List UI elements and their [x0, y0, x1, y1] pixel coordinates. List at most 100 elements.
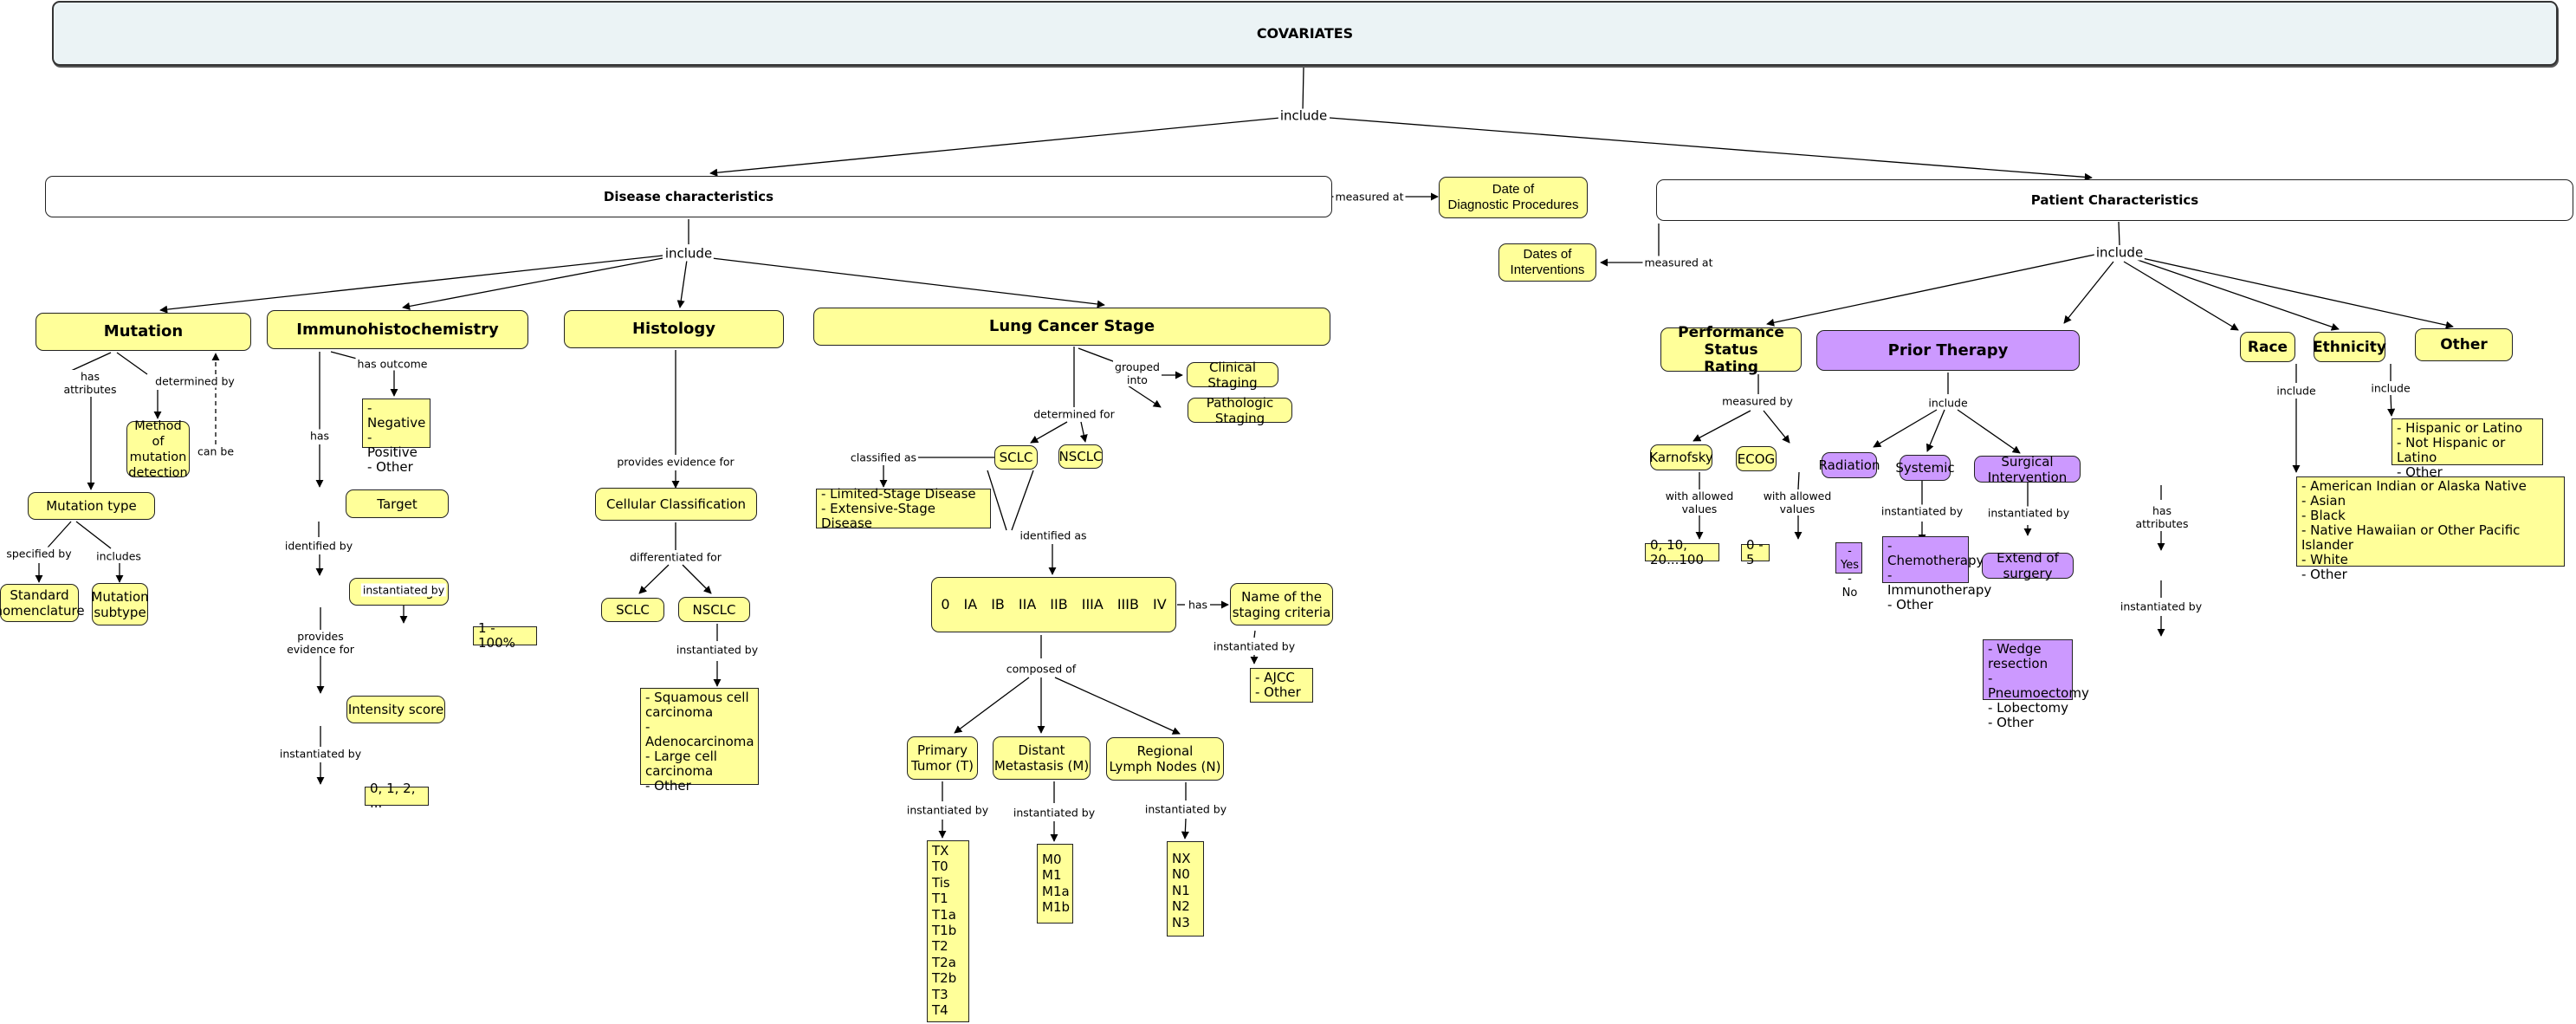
lcs-nsclc-label: NSCLC — [1058, 449, 1103, 464]
surgical-intervention-node[interactable]: Surgical Intervention — [1974, 453, 2081, 485]
distant-metastasis-label: Distant Metastasis (M) — [994, 742, 1090, 774]
nsclc-types-values: - Squamous cell carcinoma - Adenocarcino… — [640, 688, 759, 794]
karnofsky-label: Karnofsky — [1649, 450, 1713, 465]
cellular-classification-label: Cellular Classification — [605, 496, 747, 512]
link-label: instantiated by — [674, 643, 761, 657]
ethnicity-node[interactable]: Ethnicity — [2313, 332, 2386, 362]
link-label: instantiated by — [360, 583, 447, 597]
stage-item: IA — [963, 596, 978, 612]
dates-of-interventions-node[interactable]: Dates of Interventions — [1498, 243, 1596, 282]
clinical-staging-node[interactable]: Clinical Staging — [1187, 360, 1278, 391]
radiation-values-text: - Yes - No — [1841, 545, 1859, 599]
stage-list-node[interactable]: 0 IA IB IIA IIB IIIA IIIB IV — [931, 577, 1176, 632]
intensity-values: 0, 1, 2, ... — [365, 781, 429, 811]
link-label: instantiated by — [1879, 504, 1965, 518]
karnofsky-values: 0, 10, 20...100 — [1645, 537, 1719, 567]
link-label: identified as — [1018, 528, 1089, 542]
systemic-node[interactable]: Systemic — [1895, 455, 1955, 481]
link-label: can be — [195, 444, 236, 458]
mutation-type-node[interactable]: Mutation type — [28, 492, 155, 520]
standard-nomenclature-label: Standard nomenclature — [0, 587, 85, 619]
performance-status-rating-node[interactable]: Performance Status Rating — [1660, 324, 1802, 376]
link-label: has — [1186, 598, 1210, 612]
other-patient-label: Other — [2440, 336, 2488, 353]
covariates-title: COVARIATES — [1256, 24, 1354, 42]
patient-characteristics-node[interactable]: Patient Characteristics — [1656, 179, 2573, 221]
regional-lymph-nodes-label: Regional Lymph Nodes (N) — [1109, 743, 1221, 774]
extent-of-surgery-values-text: - Wedge resection - Pneumoectomy - Lobec… — [1988, 641, 2089, 730]
histology-nsclc-node[interactable]: NSCLC — [678, 597, 750, 622]
link-label: classified as — [848, 450, 919, 464]
radiation-values: - Yes - No — [1835, 542, 1862, 599]
link-label: determined by — [153, 374, 236, 388]
stage-item: IIA — [1018, 596, 1037, 612]
pathologic-staging-label: Pathologic Staging — [1206, 394, 1274, 426]
mutation-node[interactable]: Mutation — [36, 313, 251, 351]
standard-nomenclature-node[interactable]: Standard nomenclature — [0, 584, 85, 622]
nsclc-types-text: - Squamous cell carcinoma - Adenocarcino… — [645, 690, 754, 794]
histology-label: Histology — [631, 320, 716, 338]
histology-node[interactable]: Histology — [564, 310, 784, 348]
date-of-diagnostic-procedures-node[interactable]: Date of Diagnostic Procedures — [1439, 177, 1588, 218]
histology-sclc-node[interactable]: SCLC — [601, 598, 664, 622]
link-label: provides evidence for — [285, 630, 356, 656]
link-label: include — [1278, 107, 1330, 124]
radiation-node[interactable]: Radiation — [1819, 452, 1880, 478]
ecog-values-text: 0 - 5 — [1746, 537, 1764, 567]
link-label: has — [307, 429, 332, 443]
lymph-node-values: NX N0 N1 N2 N3 — [1167, 841, 1204, 937]
method-of-mutation-detection-node[interactable]: Method of mutation detection — [126, 419, 190, 480]
intensity-values-text: 0, 1, 2, ... — [370, 781, 416, 811]
mutation-subtype-node[interactable]: Mutation subtype — [91, 583, 149, 625]
karnofsky-node[interactable]: Karnofsky — [1649, 444, 1713, 470]
immunohistochemistry-node[interactable]: Immunohistochemistry — [267, 310, 528, 349]
lymph-node-values-text: NX N0 N1 N2 N3 — [1172, 851, 1191, 930]
surgical-intervention-label: Surgical Intervention — [1987, 453, 2068, 485]
other-patient-node[interactable]: Other — [2415, 328, 2513, 361]
link-label: instantiated by — [1985, 506, 2072, 520]
ethnicity-label: Ethnicity — [2313, 338, 2386, 356]
ihc-outcome-values: - Negative - Positive - Other — [362, 399, 430, 475]
clinical-staging-label: Clinical Staging — [1207, 359, 1258, 391]
stage-item: IIIA — [1081, 596, 1104, 612]
link-label: include — [2275, 384, 2318, 398]
ecog-values: 0 - 5 — [1741, 538, 1770, 567]
immunohistochemistry-label: Immunohistochemistry — [296, 320, 499, 339]
pathologic-staging-node[interactable]: Pathologic Staging — [1188, 394, 1292, 426]
ethnicity-values-text: - Hispanic or Latino - Not Hispanic or L… — [2397, 420, 2523, 480]
mutation-subtype-label: Mutation subtype — [91, 588, 149, 620]
link-label: instantiated by — [904, 803, 991, 817]
extent-of-surgery-values: - Wedge resection - Pneumoectomy - Lobec… — [1983, 639, 2089, 730]
staging-criteria-name-node[interactable]: Name of the staging criteria — [1230, 583, 1333, 625]
staining-values: 1 - 100% — [473, 621, 537, 651]
lung-cancer-stage-node[interactable]: Lung Cancer Stage — [813, 308, 1330, 346]
race-values: - American Indian or Alaska Native - Asi… — [2296, 476, 2565, 582]
lcs-nsclc-node[interactable]: NSCLC — [1058, 444, 1103, 469]
link-label: instantiated by — [2118, 599, 2204, 613]
cellular-classification-node[interactable]: Cellular Classification — [595, 488, 757, 521]
extent-of-surgery-label: Extend of surgery — [1997, 550, 2059, 581]
link-label: instantiated by — [1011, 806, 1097, 820]
intensity-score-label: Intensity score — [347, 702, 444, 717]
race-node[interactable]: Race — [2240, 332, 2295, 362]
regional-lymph-nodes-node[interactable]: Regional Lymph Nodes (N) — [1106, 737, 1224, 781]
disease-characteristics-node[interactable]: Disease characteristics — [45, 176, 1332, 217]
link-label: composed of — [1004, 662, 1078, 676]
target-node[interactable]: Target — [346, 489, 449, 518]
link-label: grouped into — [1113, 360, 1162, 386]
primary-tumor-node[interactable]: Primary Tumor (T) — [907, 736, 978, 780]
date-of-diagnostic-procedures-label: Date of Diagnostic Procedures — [1447, 182, 1579, 212]
distant-metastasis-node[interactable]: Distant Metastasis (M) — [993, 736, 1091, 780]
lcs-sclc-node[interactable]: SCLC — [994, 445, 1038, 470]
ecog-label: ECOG — [1737, 450, 1776, 467]
link-label: instantiated by — [277, 747, 364, 761]
intensity-score-node[interactable]: Intensity score — [346, 696, 445, 723]
link-label: differentiated for — [628, 550, 723, 564]
prior-therapy-node[interactable]: Prior Therapy — [1816, 330, 2080, 371]
lung-cancer-stage-label: Lung Cancer Stage — [988, 317, 1155, 335]
covariates-root-node[interactable]: COVARIATES — [52, 1, 2558, 66]
extent-of-surgery-node[interactable]: Extend of surgery — [1982, 550, 2074, 581]
ecog-node[interactable]: ECOG — [1736, 446, 1777, 471]
link-label: with allowed values — [1761, 489, 1834, 515]
link-label: include — [1926, 396, 1970, 410]
